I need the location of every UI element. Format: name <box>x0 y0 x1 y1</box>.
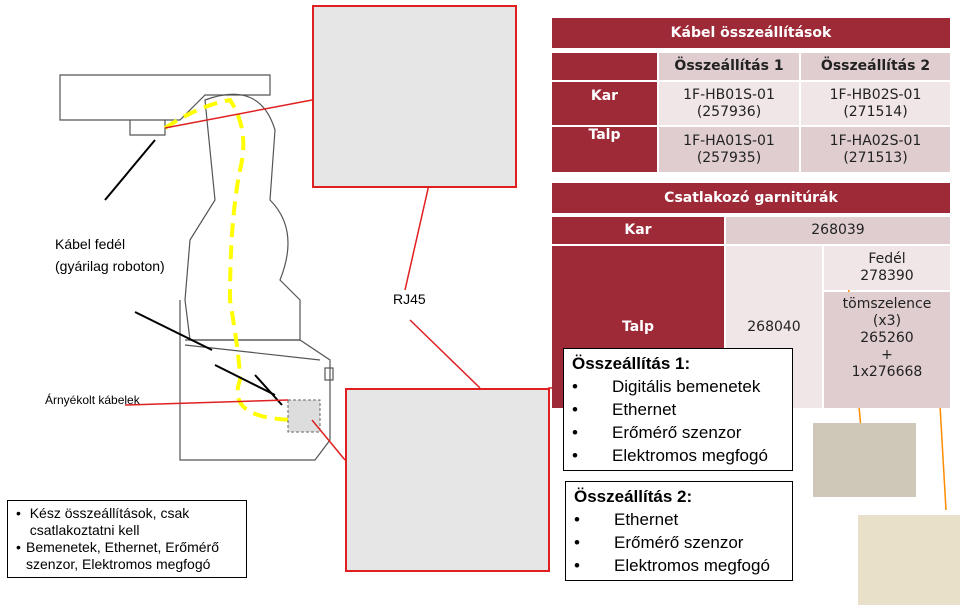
table1-row-kar: Kar <box>552 82 657 110</box>
table2-fedel: Fedél 278390 <box>824 246 950 290</box>
assembly1-box: Összeállítás 1: •Digitális bemenetek •Et… <box>563 348 793 471</box>
label-arnyekolt: Árnyékolt kábelek <box>45 393 140 407</box>
list-item: •Erőmérő szenzor <box>574 533 744 552</box>
cable-route <box>163 97 301 422</box>
photo-cover <box>813 423 916 497</box>
table2-tomszelence: tömszelence (x3) 265260 + 1x276668 <box>824 292 950 408</box>
photo-cable-assembly-top <box>312 5 517 188</box>
table1-cell: 1F-HA02S-01 (271513) <box>801 127 950 172</box>
list-item: •Digitális bemenetek <box>572 377 761 396</box>
list-item: •Erőmérő szenzor <box>572 423 742 442</box>
label-kabel-fedel: Kábel fedél <box>55 236 126 252</box>
label-gyarilag: (gyárilag roboton) <box>55 258 165 274</box>
table1-corner <box>552 53 657 80</box>
label-rj45: RJ45 <box>393 291 426 307</box>
table1-row-kar-fill <box>552 110 657 125</box>
notes-box: •Kész összeállítások, csak csatlakoztatn… <box>7 500 247 578</box>
table1-col1: Összeállítás 1 <box>659 53 799 80</box>
list-item: •Bemenetek, Ethernet, Erőmérő szenzor, E… <box>16 539 219 572</box>
table2-kar-value: 268039 <box>726 217 950 244</box>
table1-row-talp: Talp <box>552 127 657 172</box>
list-item: •Ethernet <box>574 510 679 529</box>
table2-title: Csatlakozó garnitúrák <box>552 183 950 213</box>
list-item: •Kész összeállítások, csak csatlakoztatn… <box>16 505 190 538</box>
list-item: •Ethernet <box>572 400 677 419</box>
assembly1-title: Összeállítás 1: <box>572 354 691 373</box>
table1-title: Kábel összeállítások <box>552 18 950 48</box>
table2-row-kar: Kar <box>552 217 724 244</box>
list-item: •Elektromos megfogó <box>572 446 768 465</box>
table1-cell: 1F-HA01S-01 (257935) <box>659 127 799 172</box>
assembly2-box: Összeállítás 2: •Ethernet •Erőmérő szenz… <box>565 481 793 581</box>
table1-cell: 1F-HB01S-01 (257936) <box>659 82 799 125</box>
connector-box <box>287 399 321 433</box>
table1-col2: Összeállítás 2 <box>801 53 950 80</box>
list-item: •Elektromos megfogó <box>574 556 770 575</box>
photo-gland <box>858 515 960 605</box>
photo-cable-assembly-bottom <box>345 388 550 572</box>
table1-cell: 1F-HB02S-01 (271514) <box>801 82 950 125</box>
assembly2-title: Összeállítás 2: <box>574 487 693 506</box>
